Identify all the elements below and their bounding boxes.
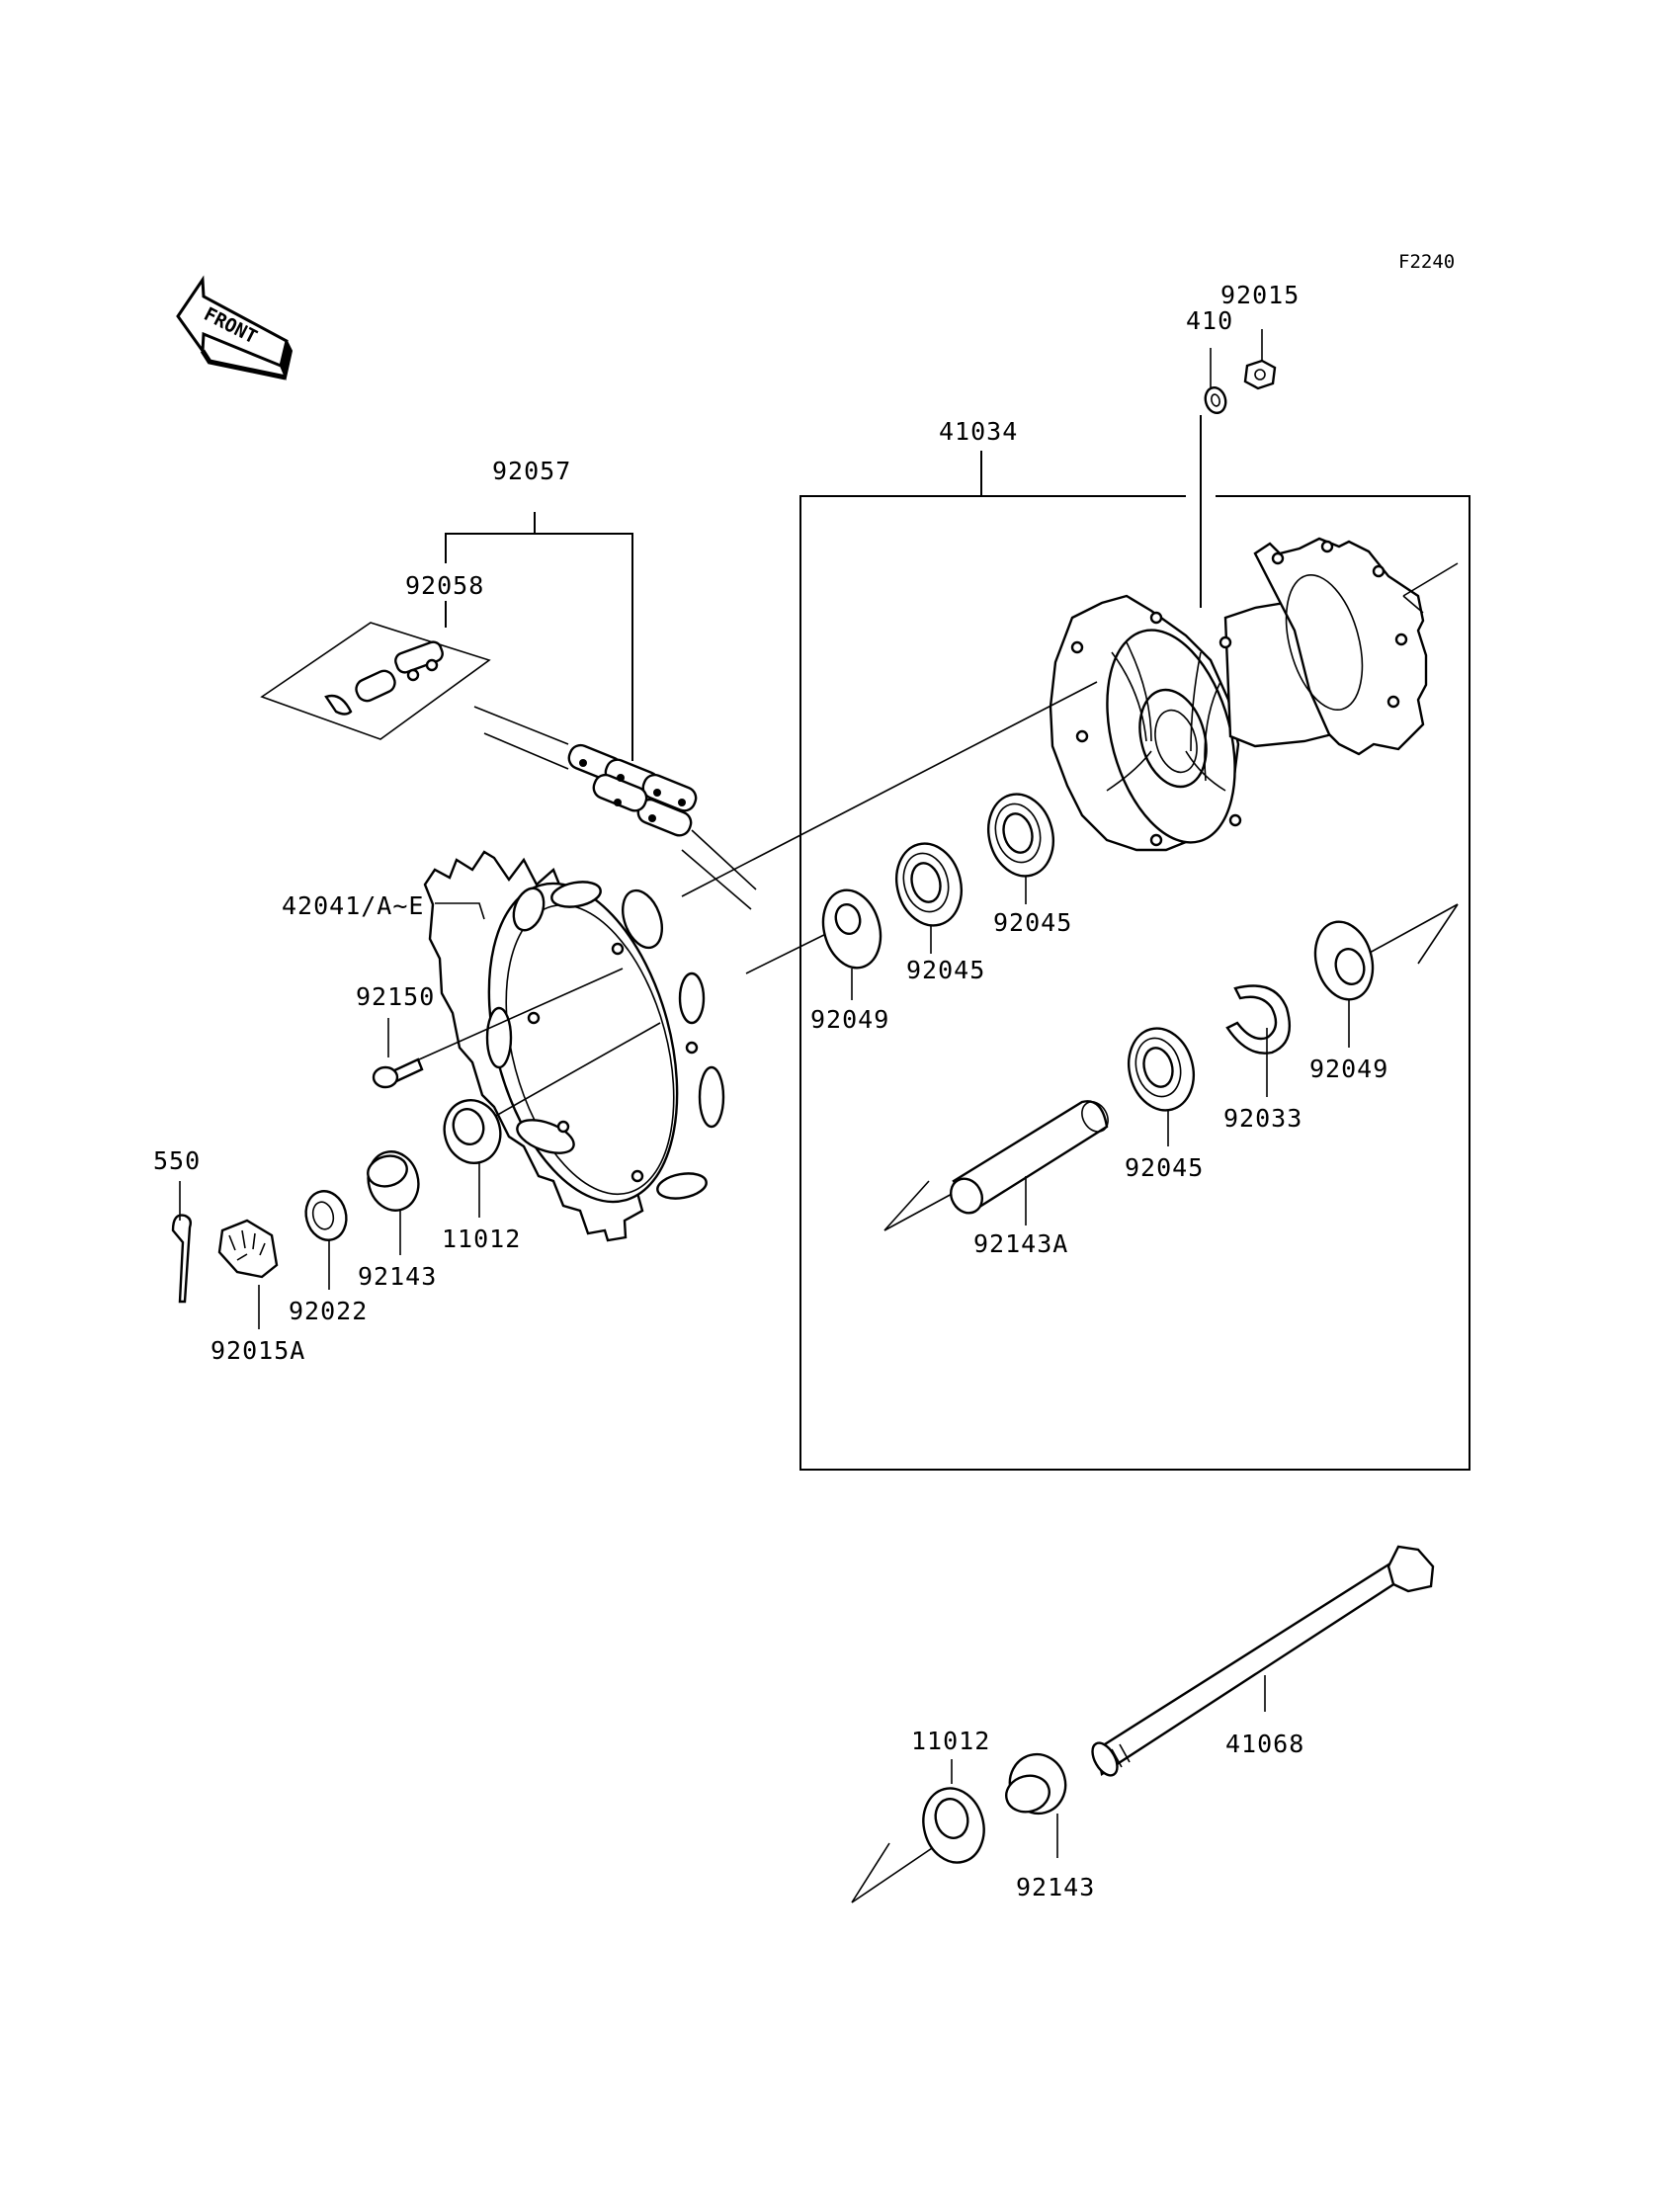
washer-410	[1204, 385, 1227, 415]
label-92049-right: 92049	[1309, 1055, 1388, 1083]
hub-assembly-box	[799, 415, 1470, 1471]
label-92057: 92057	[492, 457, 571, 485]
label-11012-left: 11012	[442, 1225, 521, 1253]
chain-bracket	[445, 512, 633, 761]
label-92045-lower: 92045	[1125, 1153, 1204, 1182]
label-42041: 42041/A~E	[282, 891, 424, 920]
label-41068: 41068	[1225, 1730, 1304, 1758]
bearing-upper-left	[895, 842, 963, 927]
label-92022: 92022	[289, 1297, 368, 1325]
rear-hub	[1049, 537, 1428, 852]
label-92033: 92033	[1223, 1104, 1302, 1133]
front-arrow-icon: FRONT	[176, 275, 294, 381]
sprocket-bolt	[372, 1057, 424, 1089]
label-92049-left: 92049	[810, 1005, 889, 1034]
label-410: 410	[1186, 306, 1233, 335]
coupling-collar-bottom	[922, 1787, 985, 1864]
master-link-kit	[260, 622, 491, 740]
label-92015: 92015	[1220, 281, 1300, 309]
oil-seal-right	[1313, 920, 1375, 1001]
nut-92015	[1243, 359, 1277, 390]
oil-seal-left	[821, 888, 882, 970]
leader-lines	[179, 329, 1350, 1858]
label-92045-upper: 92045	[993, 908, 1072, 937]
collar-bottom	[1005, 1752, 1067, 1816]
castle-nut	[217, 1219, 279, 1279]
cotter-pin	[171, 1214, 193, 1304]
collar-left	[367, 1150, 420, 1212]
label-41034: 41034	[939, 417, 1018, 446]
label-92150: 92150	[356, 982, 435, 1011]
drive-chain	[473, 706, 757, 910]
coupling-collar-left	[443, 1099, 502, 1164]
sprocket	[423, 850, 725, 1242]
rear-axle	[1091, 1545, 1435, 1777]
bearing-lower	[1128, 1027, 1195, 1112]
label-92015A: 92015A	[210, 1336, 305, 1365]
axis-lines	[389, 562, 1459, 1903]
washer	[304, 1190, 348, 1241]
figure-code: F2240	[1398, 251, 1455, 273]
label-92058: 92058	[405, 571, 484, 600]
label-92143-left: 92143	[358, 1262, 437, 1291]
label-11012-bottom: 11012	[911, 1727, 990, 1755]
bearing-upper-right	[987, 793, 1054, 878]
circlip	[1225, 984, 1292, 1055]
label-92045-left: 92045	[906, 956, 985, 984]
label-92143A: 92143A	[973, 1229, 1068, 1258]
label-92143-bottom: 92143	[1016, 1873, 1095, 1901]
label-550: 550	[153, 1146, 201, 1175]
spacer-tube	[949, 1100, 1109, 1215]
